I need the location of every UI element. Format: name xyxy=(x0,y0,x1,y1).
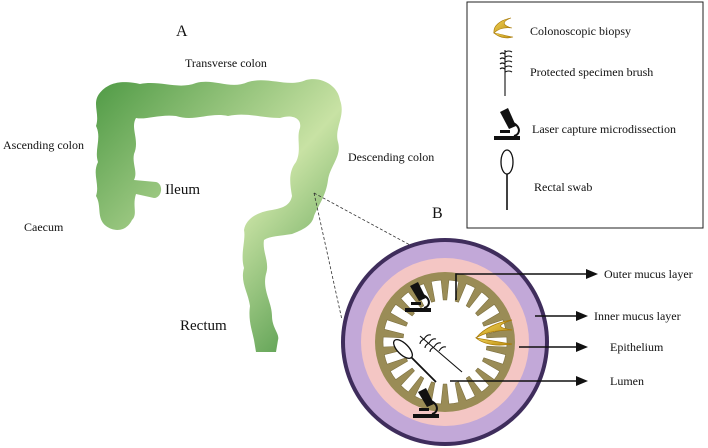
legend-label-lcm: Laser capture microdissection xyxy=(532,122,676,136)
inner-mucus-layer-label: Inner mucus layer xyxy=(594,309,681,323)
legend-label-biopsy: Colonoscopic biopsy xyxy=(530,24,631,38)
outer-mucus-arrow xyxy=(455,273,588,300)
caecum-label: Caecum xyxy=(24,220,64,234)
section-microscope-top-icon xyxy=(405,282,431,312)
colon-shape xyxy=(95,79,342,353)
transverse-colon-label: Transverse colon xyxy=(185,56,267,70)
specimen-brush-icon xyxy=(499,50,513,96)
legend-label-brush: Protected specimen brush xyxy=(530,65,653,79)
zoom-connector-upper xyxy=(313,192,435,259)
biopsy-forceps-icon xyxy=(492,17,514,39)
epithelium-label: Epithelium xyxy=(610,340,664,354)
ascending-colon-label: Ascending colon xyxy=(3,138,84,152)
section-microscope-bottom-icon xyxy=(413,388,439,418)
colon-cross-section xyxy=(341,238,549,446)
arrowheads xyxy=(576,269,598,386)
layer-arrows xyxy=(450,273,588,382)
panel-a-label: A xyxy=(176,23,188,40)
descending-colon-label: Descending colon xyxy=(348,150,434,164)
outer-mucus-layer-label: Outer mucus layer xyxy=(604,267,693,281)
legend-label-swab: Rectal swab xyxy=(534,180,592,194)
microscope-icon xyxy=(494,108,520,140)
zoom-connector-lower xyxy=(313,192,343,321)
lumen-label: Lumen xyxy=(610,374,644,388)
rectum-label: Rectum xyxy=(180,318,227,334)
ileum-label: Ileum xyxy=(165,182,200,198)
section-biopsy-forceps-icon xyxy=(474,319,513,346)
rectal-swab-icon xyxy=(500,149,514,210)
section-brush-icon xyxy=(419,334,463,373)
panel-b-label: B xyxy=(432,205,443,222)
section-swab-icon xyxy=(393,339,437,383)
